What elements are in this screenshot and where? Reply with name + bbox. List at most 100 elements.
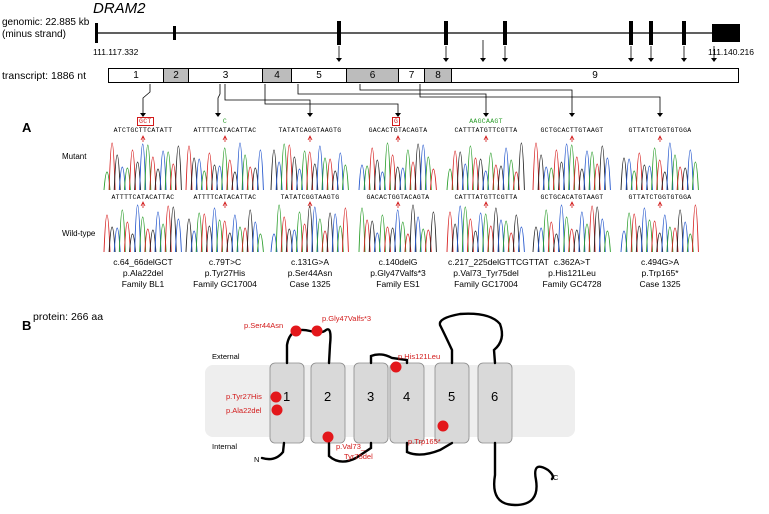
chromatogram-peak xyxy=(236,142,244,191)
chromatogram-peak xyxy=(547,221,555,253)
chromatogram-peak xyxy=(221,147,229,191)
variant-position-marker xyxy=(569,201,575,208)
chromatogram-peak xyxy=(341,164,349,191)
chromatogram-peak xyxy=(139,216,147,253)
mut-label-ala22del: p.Ala22del xyxy=(226,406,262,415)
variant-cdna: c.79T>C xyxy=(208,257,242,267)
mutant-label: Mutant xyxy=(62,152,87,161)
genomic-exon xyxy=(629,21,633,45)
chromatogram-peak xyxy=(103,214,111,253)
genomic-exon xyxy=(712,24,740,42)
tm-label-5: 5 xyxy=(448,389,456,404)
tm-label-3: 3 xyxy=(367,389,375,404)
mutation-dot-his121leu xyxy=(390,361,402,373)
chromatogram-peak xyxy=(256,149,264,191)
chromatogram-peak xyxy=(341,207,349,253)
chromatogram-peak xyxy=(169,206,177,253)
chromatogram-peak xyxy=(331,213,339,253)
chromatogram-peak xyxy=(113,154,121,191)
chromatogram-peak xyxy=(588,151,596,191)
chromatogram-peak xyxy=(625,158,633,191)
variant-cdna: c.64_66delGCT xyxy=(113,257,173,267)
chromatogram-peak xyxy=(446,211,454,253)
chromatogram-peak xyxy=(306,205,314,253)
variant-family: Case 1325 xyxy=(639,279,681,289)
chromatogram-peak xyxy=(502,147,510,191)
chromatogram-peak xyxy=(466,218,474,253)
variant-position-marker xyxy=(140,135,146,142)
chromatogram-peak xyxy=(487,152,495,191)
chromatogram-peak xyxy=(686,149,694,191)
chromatogram-peak xyxy=(573,156,581,191)
variant-cdna: c.494G>A xyxy=(640,257,680,267)
chromatogram-peak xyxy=(635,152,643,191)
chromatogram-peak xyxy=(174,218,182,253)
variant-position-marker xyxy=(657,201,663,208)
mut-label-val73-line2: Tyr75del xyxy=(344,452,373,461)
tm-label-2: 2 xyxy=(324,389,332,404)
wildtype-sequence: TATATCGGTAAGTG xyxy=(280,194,340,201)
coord-end: 111.140.216 xyxy=(708,47,755,57)
chromatogram-peak xyxy=(174,145,182,191)
panel-b-letter: B xyxy=(22,318,32,333)
connector-arrowheads xyxy=(336,58,717,62)
chromatogram-peak xyxy=(108,142,116,191)
genomic-exon xyxy=(337,21,341,45)
chromatogram-peak xyxy=(205,152,213,191)
variant-protein: p.Ser44Asn xyxy=(287,268,333,278)
chromatogram-peak xyxy=(598,218,606,253)
variant-cdna: c.140delG xyxy=(378,257,418,267)
chromatogram-peak xyxy=(270,149,278,191)
chromatogram-peak xyxy=(568,144,576,191)
chromatogram-peak xyxy=(466,145,474,191)
variant-family: Case 1325 xyxy=(289,279,331,289)
tm-label-1: 1 xyxy=(283,389,291,404)
chromatogram-peak xyxy=(358,207,366,253)
genomic-label: genomic: 22.885 kb (minus strand) xyxy=(2,17,89,41)
mutation-dot-val73 xyxy=(322,431,334,443)
chromatogram-peak xyxy=(246,209,254,253)
chromatogram-peak xyxy=(123,221,131,253)
exon-connectors xyxy=(338,40,715,60)
variant-cdna: c.362A>T xyxy=(553,257,591,267)
mutation-dot-tyr27his xyxy=(270,391,282,403)
mut-label-tyr27his: p.Tyr27His xyxy=(226,392,262,401)
chromatogram-peak xyxy=(414,143,422,191)
chromatogram-peak xyxy=(507,159,515,191)
variant-position-marker xyxy=(307,135,313,142)
mut-label-trp165: p.Trp165* xyxy=(408,437,441,446)
variant-protein: p.Gly47Valfs*3 xyxy=(370,268,426,278)
variant-protein: p.His121Leu xyxy=(548,268,596,278)
wildtype-sequence: GACACTGGTACAGTA xyxy=(366,194,430,201)
transcript-label: transcript: 1886 nt xyxy=(2,70,87,82)
mutant-sequence: GACACTGTACAGTA xyxy=(368,127,428,134)
chromatogram-peak xyxy=(661,214,669,253)
chromatogram-peak xyxy=(502,220,510,253)
wildtype-sequence: GCTGCACATGTAAGT xyxy=(540,194,604,201)
chromatogram-peak xyxy=(542,209,550,253)
chromatogram-peak xyxy=(311,206,319,253)
genomic-exon xyxy=(95,23,98,43)
chromatogram-peak xyxy=(316,145,324,191)
chromatogram-peak xyxy=(537,154,545,191)
chromatogram-peak xyxy=(306,151,314,191)
variant-family: Family GC17004 xyxy=(454,279,518,289)
loop-5-6 xyxy=(438,312,504,365)
variant-cdna: c.217_225delGTTCGTTAT xyxy=(448,257,549,267)
variant-protein: p.Val73_Tyr75del xyxy=(453,268,519,278)
gene-name: DRAM2 xyxy=(93,0,146,17)
loop-2-3 xyxy=(327,441,373,463)
chromatogram-peak xyxy=(134,204,142,253)
mutant-sequence: ATCTGCTTCATATT xyxy=(113,127,173,134)
genomic-exon xyxy=(503,21,507,45)
chromatogram-peak xyxy=(226,159,234,191)
external-label: External xyxy=(212,352,240,361)
wildtype-sequence: CATTTATGTTCGTTA xyxy=(454,194,518,201)
chromatogram-peak xyxy=(378,214,386,253)
variant-connectors xyxy=(142,84,661,115)
chromatogram-peak xyxy=(149,156,157,191)
variant-family: Family ES1 xyxy=(376,279,420,289)
wildtype-sequence: ATTTTCATACATTAC xyxy=(111,194,175,201)
